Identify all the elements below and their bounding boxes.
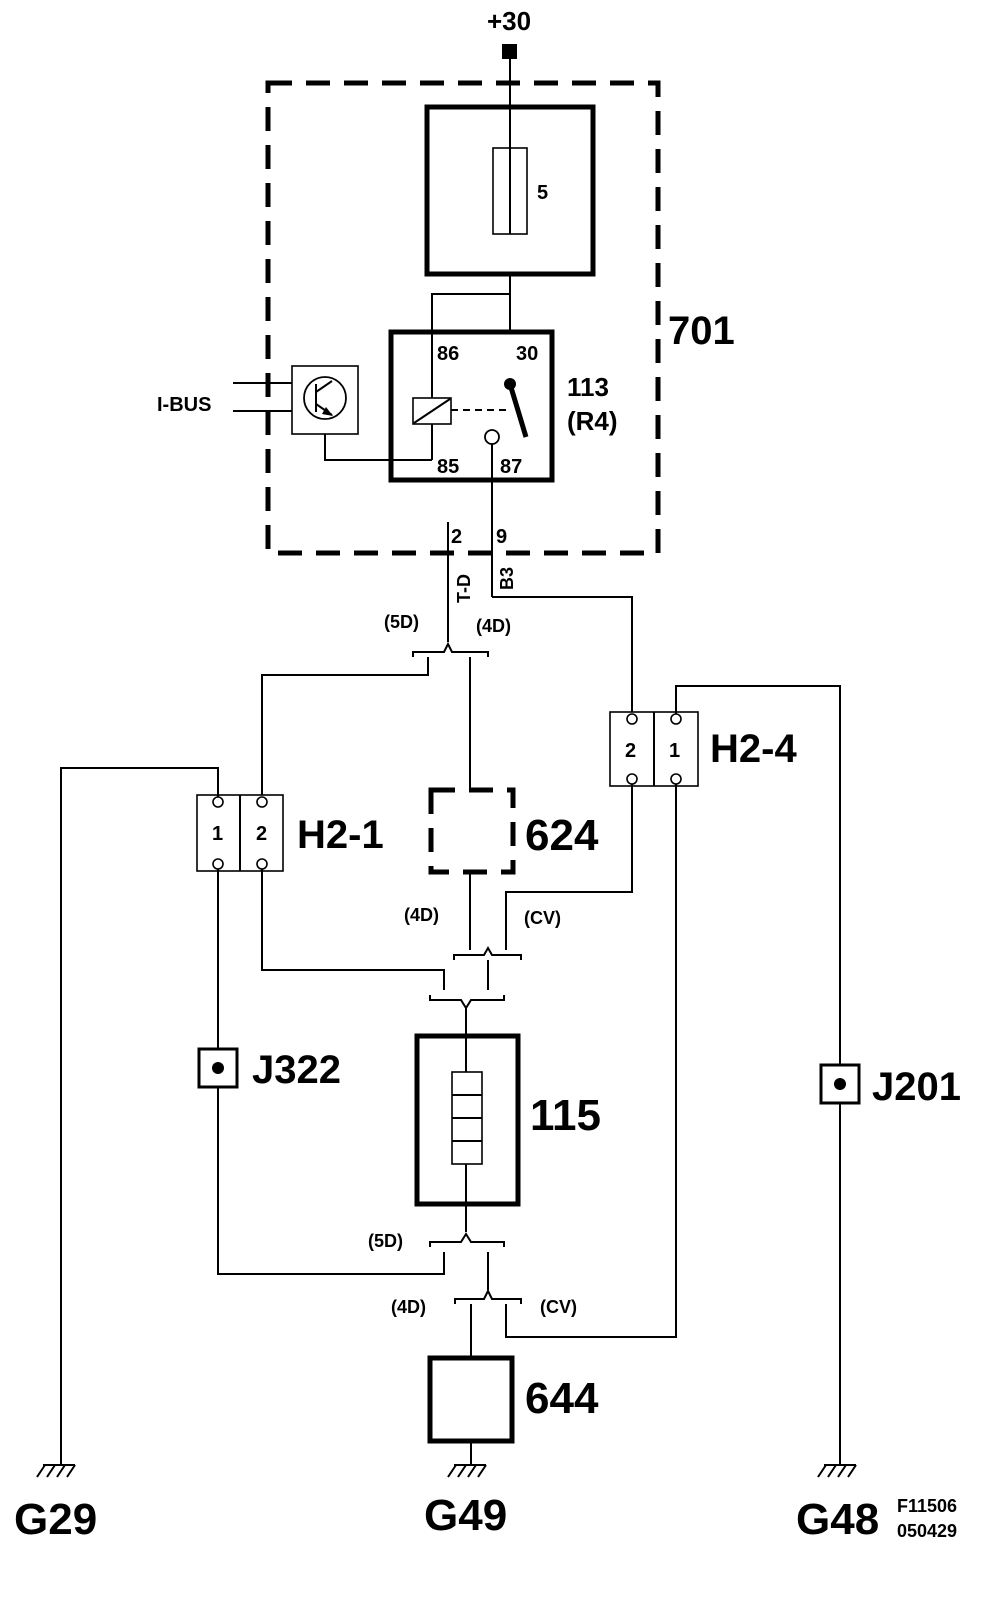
h2-1-pin1-bottom bbox=[212, 858, 224, 870]
variant-brace-5 bbox=[454, 1288, 522, 1304]
variant-1-left: (5D) bbox=[384, 612, 419, 632]
module-pin-2: 2 bbox=[451, 526, 462, 548]
ground-g48-label: G48 bbox=[796, 1495, 879, 1544]
ground-g49-label: G49 bbox=[424, 1491, 507, 1540]
h2-4-pin1-top bbox=[670, 713, 682, 725]
h2-1-pin2-label: 2 bbox=[256, 823, 267, 845]
h2-4-pin2-bottom bbox=[626, 773, 638, 785]
variant-1-right: (4D) bbox=[476, 616, 511, 636]
wire-5d-to-h2-1 bbox=[261, 657, 429, 795]
h2-1-pin1-top bbox=[212, 796, 224, 808]
module-701-label: 701 bbox=[668, 309, 735, 353]
wire-h2-1-pin2-down bbox=[261, 869, 445, 990]
variant-brace-2 bbox=[453, 945, 522, 960]
transistor-arrow bbox=[322, 407, 333, 416]
relay-113-box bbox=[388, 329, 555, 483]
relay-pin-87: 87 bbox=[500, 456, 522, 478]
ground-icon-g29 bbox=[36, 1464, 76, 1478]
ground-icon-g49 bbox=[447, 1464, 487, 1478]
variant-2-right: (CV) bbox=[524, 908, 561, 928]
h2-4-pin2-top bbox=[626, 713, 638, 725]
wire-label-td: T-D bbox=[454, 574, 474, 603]
variant-4-right: (CV) bbox=[540, 1297, 577, 1317]
splice-j201-label: J201 bbox=[872, 1065, 961, 1109]
variant-brace-4 bbox=[429, 1232, 505, 1247]
wire-h2-4-pin2-to-cv bbox=[505, 784, 633, 950]
h2-4-label: H2-4 bbox=[710, 727, 797, 771]
h2-4-pin1-label: 1 bbox=[669, 740, 680, 762]
ground-g29-label: G29 bbox=[14, 1495, 97, 1544]
relay-contact-arm bbox=[507, 383, 529, 438]
relay-pin-85: 85 bbox=[437, 456, 459, 478]
module-701-boundary bbox=[265, 80, 661, 556]
fuse-label: 5 bbox=[537, 182, 548, 204]
figure-date: 050429 bbox=[897, 1521, 957, 1541]
h2-4-pin1-bottom bbox=[670, 773, 682, 785]
wire-transistor-to-85 bbox=[324, 434, 432, 461]
variant-2-left: (4D) bbox=[404, 905, 439, 925]
wire-h2-1-to-g29 bbox=[60, 767, 219, 1465]
coil-diagonal bbox=[413, 398, 451, 424]
component-624-label: 624 bbox=[525, 811, 599, 860]
h2-1-pin2-top bbox=[256, 796, 268, 808]
wire-label-b3: B3 bbox=[497, 567, 517, 590]
wire-h2-4-to-g48 bbox=[675, 685, 841, 1465]
h2-1-pin1-label: 1 bbox=[212, 823, 223, 845]
module-pin-9: 9 bbox=[496, 526, 507, 548]
h2-1-pin2-bottom bbox=[256, 858, 268, 870]
supply-label: +30 bbox=[487, 6, 531, 36]
splice-j322-dot bbox=[212, 1062, 224, 1074]
splice-j322-label: J322 bbox=[252, 1048, 341, 1092]
h2-1-label: H2-1 bbox=[297, 813, 384, 857]
component-644-label: 644 bbox=[525, 1374, 599, 1423]
relay-contact-87 bbox=[484, 429, 500, 445]
relay-pin-86: 86 bbox=[437, 343, 459, 365]
ibus-label: I-BUS bbox=[157, 394, 211, 416]
relay-sub: (R4) bbox=[567, 406, 618, 436]
figure-id: F11506 bbox=[897, 1496, 957, 1516]
splice-j201-dot bbox=[834, 1078, 846, 1090]
transistor-icon bbox=[303, 376, 347, 420]
wire-b3-to-h2-4 bbox=[492, 596, 633, 712]
component-115-label: 115 bbox=[530, 1091, 601, 1140]
component-644 bbox=[427, 1355, 515, 1444]
component-624 bbox=[428, 787, 516, 875]
variant-3-left: (5D) bbox=[368, 1231, 403, 1251]
variant-brace-3 bbox=[429, 995, 505, 1010]
h2-4-pin2-label: 2 bbox=[625, 740, 636, 762]
variant-brace-1 bbox=[412, 641, 489, 657]
wire-cv-to-h2-4 bbox=[505, 784, 677, 1338]
transistor-collector bbox=[315, 380, 333, 393]
relay-id: 113 bbox=[567, 372, 609, 402]
ground-icon-g48 bbox=[817, 1464, 857, 1478]
variant-4-left: (4D) bbox=[391, 1297, 426, 1317]
wire-j322-to-5d bbox=[217, 1087, 445, 1275]
supply-terminal bbox=[502, 44, 517, 59]
relay-pin-30: 30 bbox=[516, 343, 538, 365]
